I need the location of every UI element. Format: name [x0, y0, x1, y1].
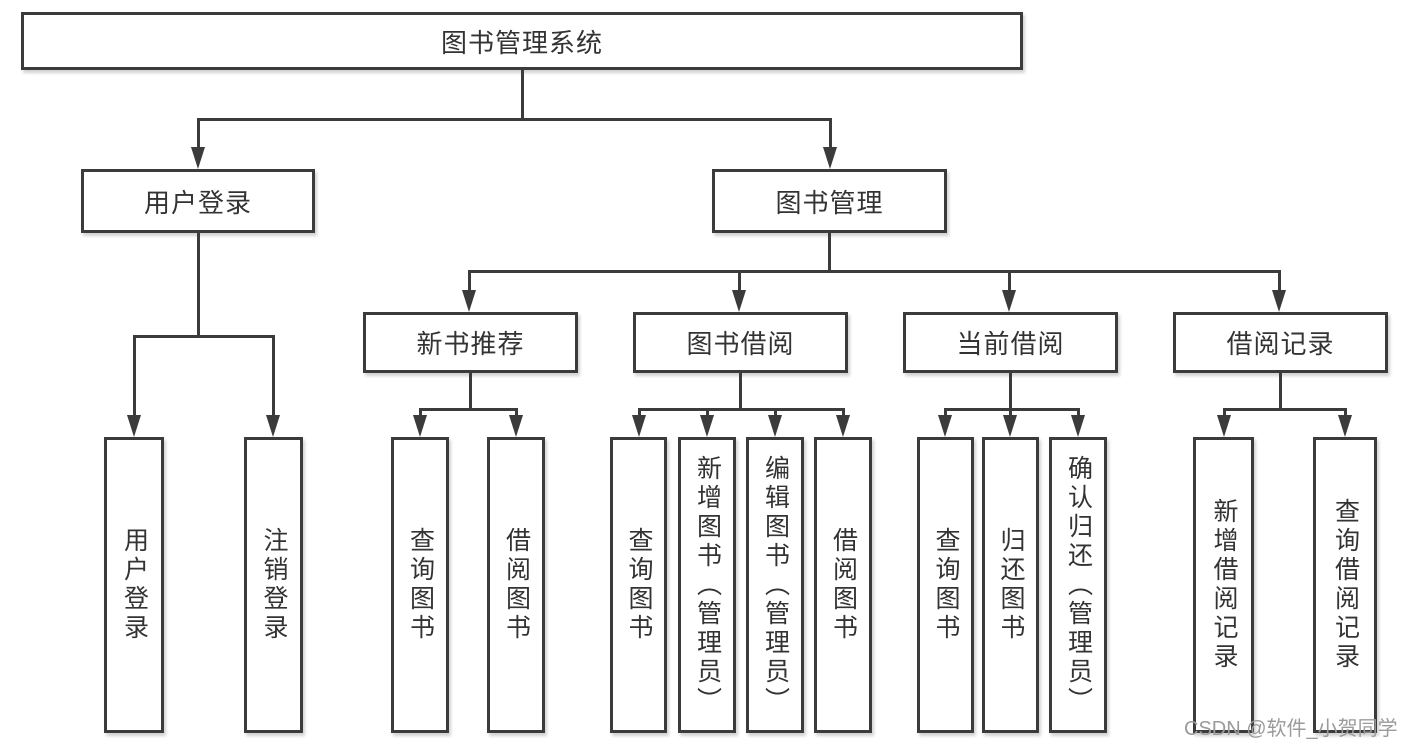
connector-borrow-records-stem	[1279, 373, 1282, 409]
leaf-edit-books-admin: 编辑图书（管理员）	[746, 437, 804, 733]
connector-to-book-management	[829, 118, 832, 149]
arrow-down-icon	[127, 415, 141, 437]
connector-to-leaf	[1344, 408, 1347, 417]
connector-to-borrow-records	[1278, 270, 1281, 292]
arrow-down-icon	[768, 415, 782, 437]
connector-to-new-book	[468, 270, 471, 292]
node-book-management: 图书管理	[712, 169, 947, 233]
leaf-query-borrow-record: 查询借阅记录	[1313, 437, 1377, 733]
arrow-down-icon	[700, 415, 714, 437]
arrow-down-icon	[191, 147, 205, 169]
arrow-down-icon	[1217, 415, 1231, 437]
connector-borrow-records-branch	[1223, 408, 1347, 411]
connector-book-management-branch	[468, 270, 1281, 273]
connector-new-book-stem	[469, 373, 472, 409]
connector-to-leaf	[774, 408, 777, 417]
connector-to-leaf	[1223, 408, 1226, 417]
connector-to-leaf	[1077, 408, 1080, 417]
arrow-down-icon	[1002, 290, 1016, 312]
leaf-query-books-current: 查询图书	[917, 437, 974, 733]
leaf-query-books-borrow: 查询图书	[610, 437, 667, 733]
connector-current-borrow-branch	[944, 408, 1080, 411]
leaf-borrow-books-recommend: 借阅图书	[487, 437, 545, 733]
arrow-down-icon	[1272, 290, 1286, 312]
arrow-down-icon	[413, 415, 427, 437]
connector-to-leaf	[944, 408, 947, 417]
arrow-down-icon	[836, 415, 850, 437]
connector-to-leaf	[1009, 408, 1012, 417]
connector-user-login-stem	[197, 233, 200, 336]
connector-to-leaf	[706, 408, 709, 417]
arrow-down-icon	[509, 415, 523, 437]
connector-to-current-borrow	[1008, 270, 1011, 292]
arrow-down-icon	[823, 147, 837, 169]
connector-root-branch	[197, 118, 832, 121]
leaf-add-borrow-record: 新增借阅记录	[1193, 437, 1254, 733]
connector-user-login-branch	[133, 335, 275, 338]
node-root: 图书管理系统	[21, 12, 1023, 70]
connector-to-leaf	[272, 335, 275, 417]
connector-to-leaf	[638, 408, 641, 417]
connector-to-book-borrow	[738, 270, 741, 292]
arrow-down-icon	[938, 415, 952, 437]
connector-to-leaf	[842, 408, 845, 417]
arrow-down-icon	[1338, 415, 1352, 437]
arrow-down-icon	[632, 415, 646, 437]
arrow-down-icon	[1071, 415, 1085, 437]
node-current-borrow: 当前借阅	[903, 312, 1118, 373]
leaf-add-books-admin: 新增图书（管理员）	[678, 437, 736, 733]
connector-to-leaf	[419, 408, 422, 417]
arrow-down-icon	[1003, 415, 1017, 437]
connector-to-leaf	[515, 408, 518, 417]
connector-new-book-branch	[419, 408, 518, 411]
node-book-borrow: 图书借阅	[633, 312, 848, 373]
leaf-user-login: 用户登录	[104, 437, 164, 733]
connector-current-borrow-stem	[1009, 373, 1012, 409]
connector-book-management-stem	[828, 233, 831, 273]
connector-book-borrow-branch	[638, 408, 845, 411]
arrow-down-icon	[732, 290, 746, 312]
node-new-book-recommend: 新书推荐	[363, 312, 578, 373]
leaf-return-books: 归还图书	[982, 437, 1039, 733]
connector-book-borrow-stem	[739, 373, 742, 409]
leaf-borrow-books: 借阅图书	[814, 437, 872, 733]
connector-to-leaf	[133, 335, 136, 417]
leaf-logout: 注销登录	[244, 437, 303, 733]
node-borrow-records: 借阅记录	[1173, 312, 1388, 373]
arrow-down-icon	[462, 290, 476, 312]
connector-root-stem	[521, 70, 524, 119]
connector-to-user-login	[197, 118, 200, 149]
node-user-login: 用户登录	[81, 169, 315, 233]
csdn-watermark: CSDN @软件_小贺同学	[1184, 718, 1398, 740]
leaf-query-books-recommend: 查询图书	[391, 437, 449, 733]
leaf-confirm-return-admin: 确认归还（管理员）	[1049, 437, 1107, 733]
arrow-down-icon	[266, 415, 280, 437]
